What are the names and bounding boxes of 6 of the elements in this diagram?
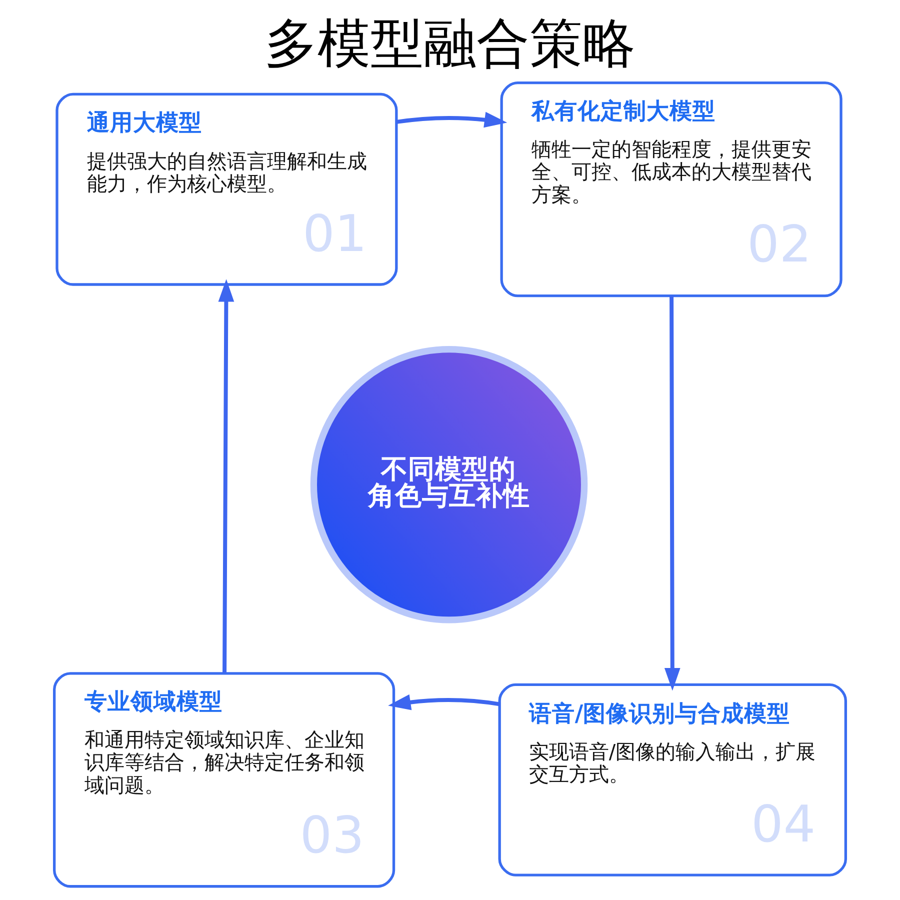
- arrow: [218, 279, 234, 673]
- arrow: [388, 694, 500, 710]
- arrow: [664, 296, 680, 691]
- diagram-title: 多模型融合策略: [264, 12, 636, 75]
- arrow: [396, 112, 508, 128]
- node-circle: 不同模型的角色与互补性: [310, 346, 588, 624]
